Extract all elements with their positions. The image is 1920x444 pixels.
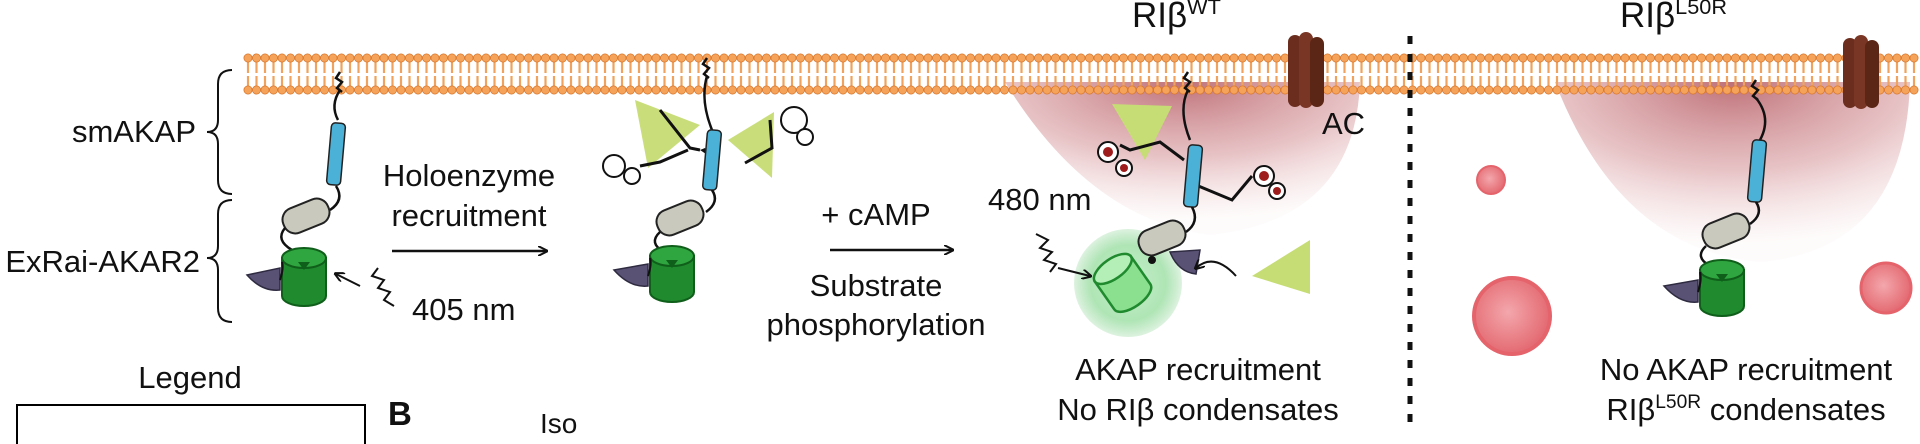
- header-wt-superscript: WT: [1187, 0, 1221, 19]
- construct-2-holoenzyme: [602, 57, 814, 303]
- exrai-akar2-sensor-icon-2: [649, 245, 695, 303]
- adenylyl-cyclase-icon-wt: [1288, 32, 1324, 108]
- label-phosphorylation: phosphorylation: [766, 307, 986, 342]
- figure-canvas: [206, 32, 1919, 424]
- condensate-droplet-icon-2: [1472, 276, 1552, 356]
- exrai-akar2-sensor-icon: [281, 247, 327, 307]
- label-substrate: Substrate: [809, 268, 943, 303]
- wave-arrow-480: [1057, 267, 1090, 276]
- brace-exrai: [206, 199, 233, 323]
- header-riβ-l50r: RIβL50R: [1620, 0, 1727, 38]
- caption-l50r-superscript: L50R: [1655, 392, 1702, 414]
- header-l50r-main: RIβ: [1620, 0, 1676, 35]
- header-l50r-superscript: L50R: [1675, 0, 1727, 19]
- camp-gradient-l50r: [1555, 82, 1910, 262]
- wave-icon-480: [1035, 233, 1058, 273]
- label-smakap: smAKAP: [71, 114, 196, 149]
- legend-box: [16, 404, 366, 444]
- wave-icon-405: [370, 267, 395, 307]
- label-recruitment: recruitment: [391, 198, 547, 233]
- pka-catalytic-icon-free-top: [1112, 104, 1172, 160]
- header-wt-main: RIβ: [1132, 0, 1188, 35]
- caption-l50r-line2: RIβL50R condensates: [1606, 392, 1885, 433]
- caption-l50r-rest: condensates: [1701, 392, 1886, 427]
- label-exrai-akar2: ExRai-AKAR2: [5, 244, 200, 279]
- membrane-bilayer: [243, 53, 1919, 95]
- pka-catalytic-icon-right: [728, 112, 774, 178]
- label-adenylyl-cyclase: AC: [1322, 106, 1366, 141]
- exrai-akar2-sensor-icon-bright: [1092, 252, 1153, 314]
- label-camp: + cAMP: [821, 197, 931, 232]
- construct-3-wt-active: [1074, 71, 1310, 337]
- brace-smakap: [206, 69, 233, 195]
- condensate-droplet-icon-3: [1859, 261, 1913, 315]
- wave-arrow-405: [336, 274, 361, 287]
- label-405-nm: 405 nm: [412, 292, 516, 327]
- label-480-nm: 480 nm: [988, 182, 1092, 217]
- pka-catalytic-icon-left: [635, 100, 700, 168]
- caption-l50r-line1: No AKAP recruitment: [1599, 352, 1893, 387]
- legend-title: Legend: [138, 360, 242, 395]
- adenylyl-cyclase-icon-l50r: [1843, 35, 1879, 109]
- caption-wt-line1: AKAP recruitment: [1075, 352, 1321, 387]
- caption-wt-line2: No RIβ condensates: [1057, 392, 1339, 427]
- label-iso: Iso: [540, 408, 578, 439]
- purple-fha-domain-icon: [245, 267, 281, 291]
- caption-l50r-main: RIβ: [1606, 392, 1656, 427]
- condensate-droplet-icon-1: [1476, 165, 1506, 195]
- panel-label-b: B: [388, 395, 412, 432]
- label-holoenzyme: Holoenzyme: [382, 158, 556, 193]
- exrai-akar2-sensor-icon-4: [1699, 259, 1745, 317]
- construct-1-akap-sensor: [245, 71, 347, 307]
- header-riβ-wt: RIβWT: [1132, 0, 1221, 38]
- pka-catalytic-icon-free-right: [1252, 240, 1310, 294]
- construct-4-l50r: [1662, 79, 1768, 317]
